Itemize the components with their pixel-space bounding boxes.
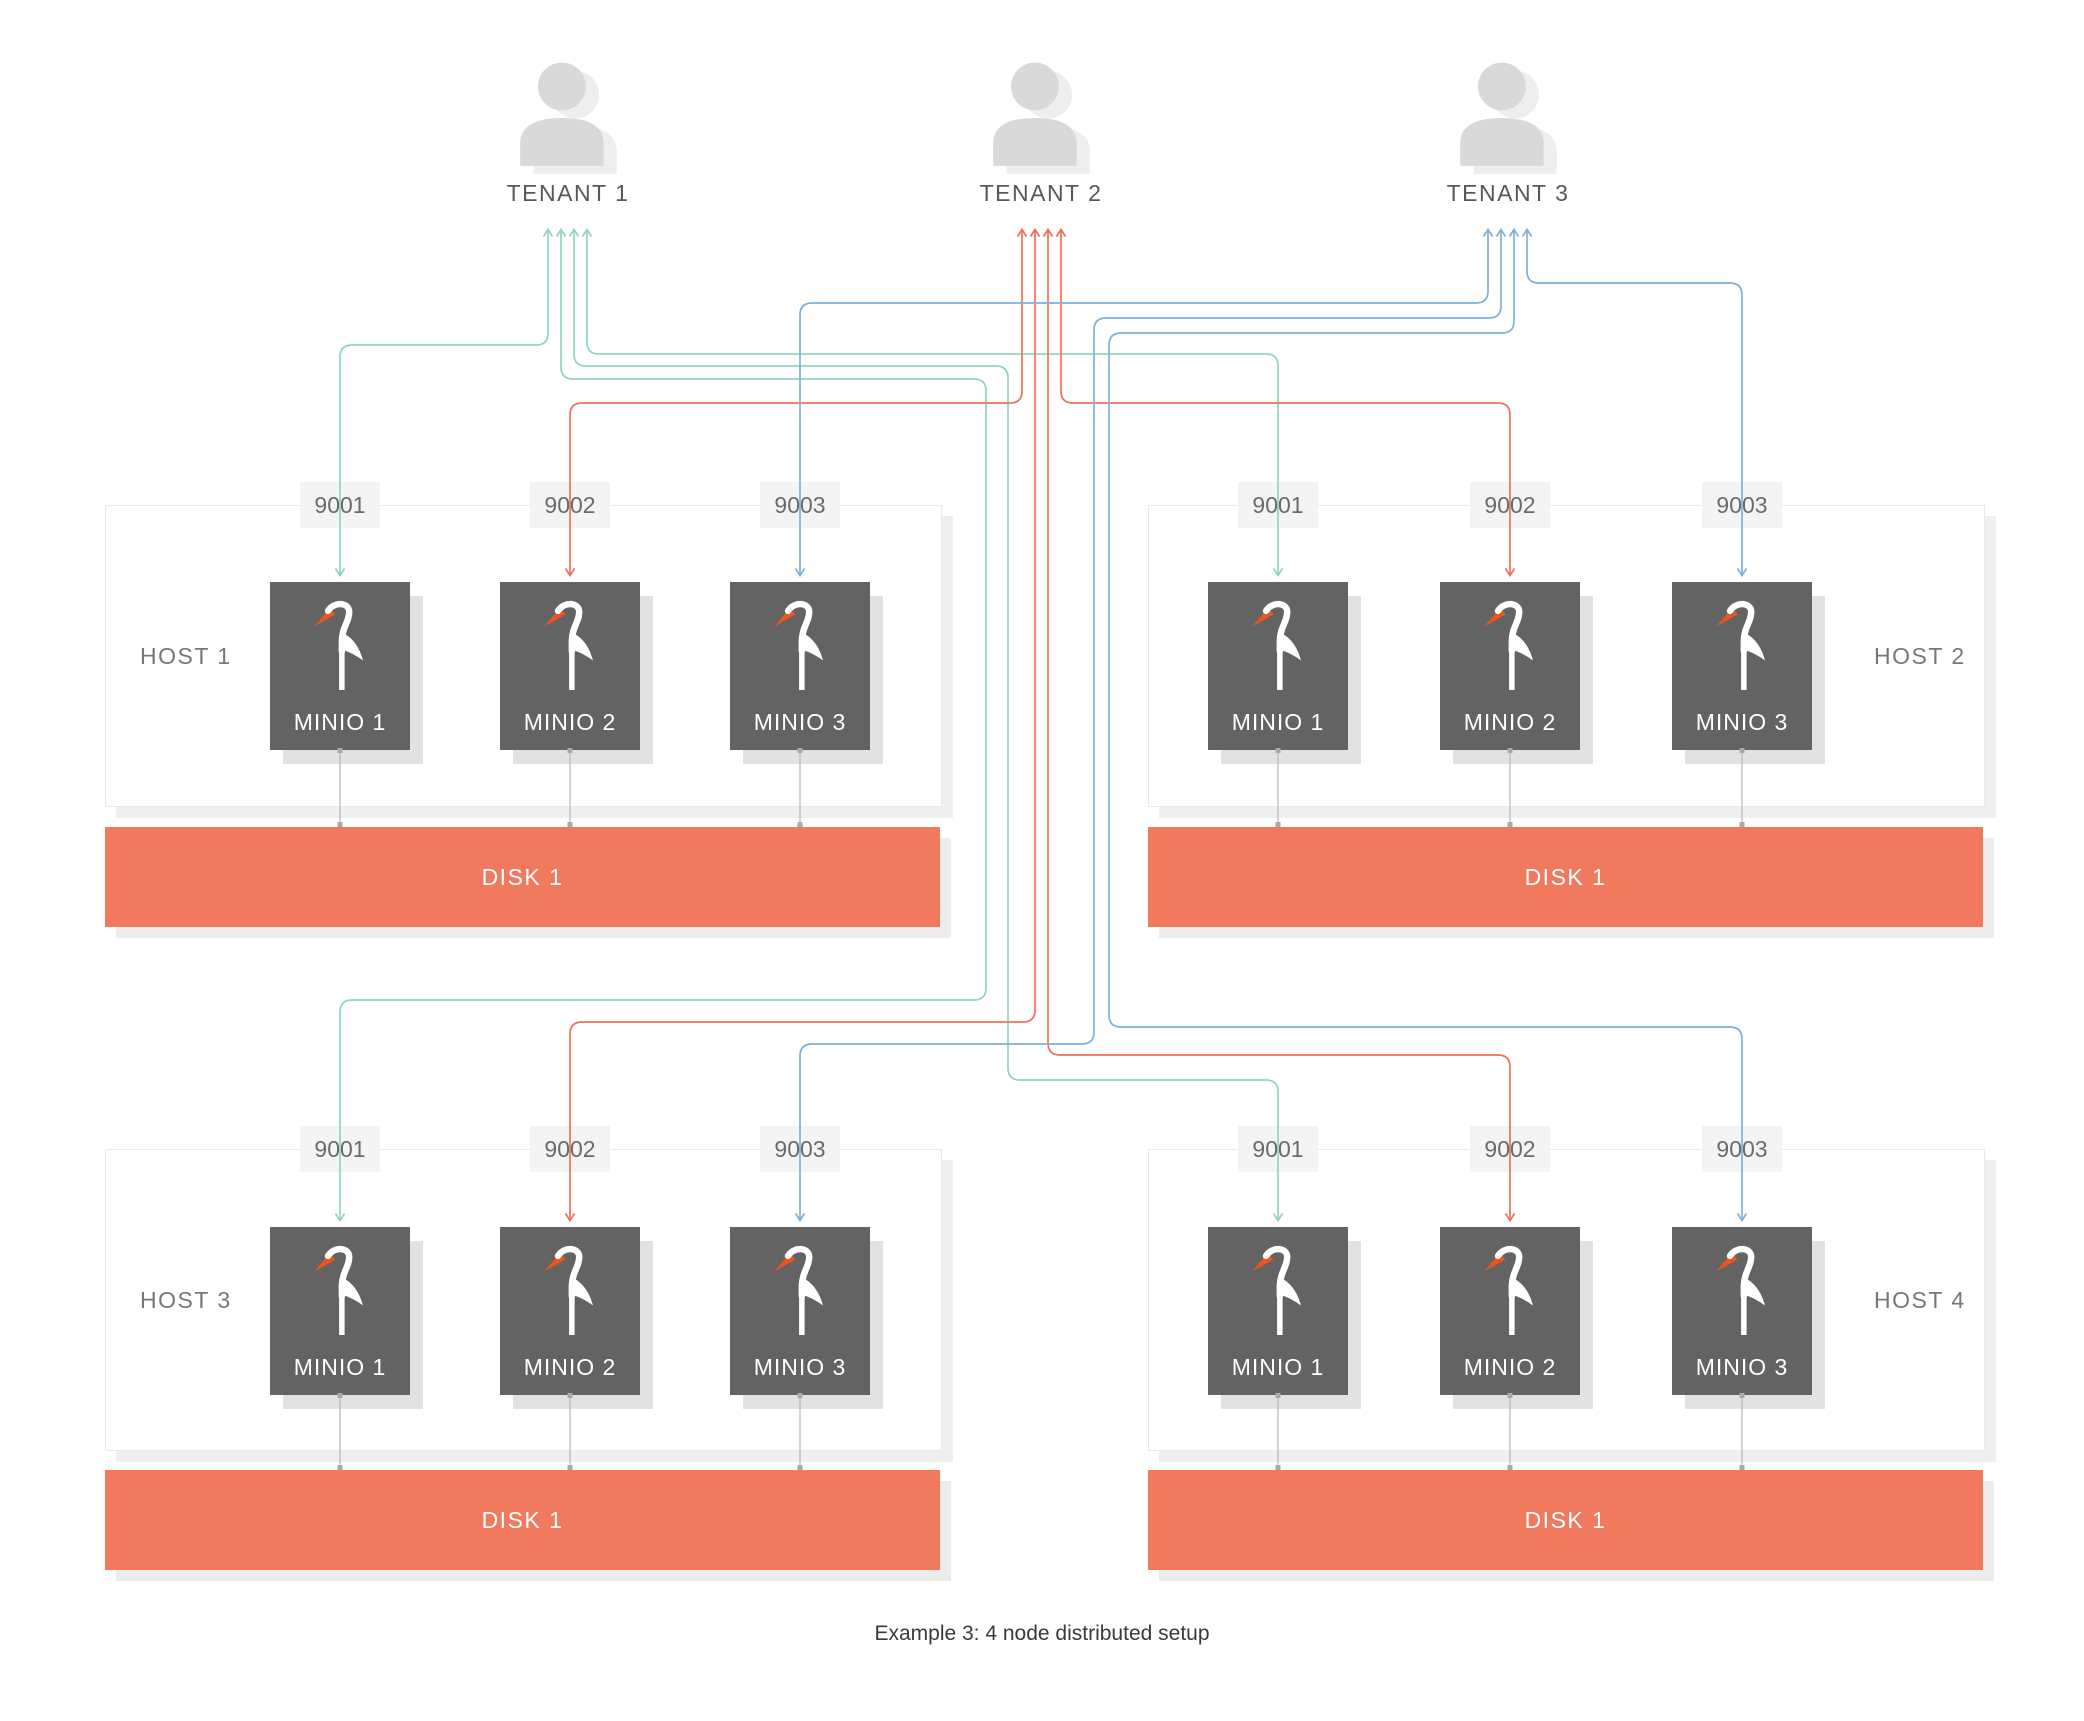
tenant-2: TENANT 2	[921, 60, 1161, 207]
host3-minio-2: MINIO 2	[500, 1227, 640, 1395]
minio-bird-icon	[1484, 1245, 1533, 1335]
host1-minio-3: MINIO 3	[730, 582, 870, 750]
host2-port-9001: 9001	[1238, 482, 1318, 528]
host4-port-9001: 9001	[1238, 1126, 1318, 1172]
minio-label: MINIO 3	[753, 709, 847, 735]
tenant-1: TENANT 1	[448, 60, 688, 207]
minio-label: MINIO 1	[293, 709, 387, 735]
host3-port-9002: 9002	[530, 1126, 610, 1172]
host-3-label: HOST 3	[140, 1287, 232, 1313]
person-icon	[1460, 62, 1557, 174]
host2-disk: DISK 1	[1148, 827, 1983, 927]
minio-bird-icon	[1252, 1245, 1301, 1335]
host-4-label: HOST 4	[1874, 1287, 1966, 1313]
host3-minio-1: MINIO 1	[270, 1227, 410, 1395]
host1-port-9001: 9001	[300, 482, 380, 528]
host-2-label: HOST 2	[1874, 643, 1966, 669]
tenant-label: TENANT 2	[979, 180, 1103, 206]
host-1-label: HOST 1	[140, 643, 232, 669]
minio-label: MINIO 2	[1463, 709, 1557, 735]
host4-port-9002: 9002	[1470, 1126, 1550, 1172]
minio-bird-icon	[774, 600, 823, 690]
tenant-label: TENANT 3	[1446, 180, 1570, 206]
person-icon	[520, 62, 617, 174]
host3-port-9001: 9001	[300, 1126, 380, 1172]
host4-minio-2: MINIO 2	[1440, 1227, 1580, 1395]
minio-label: MINIO 2	[1463, 1354, 1557, 1380]
person-icon	[993, 62, 1090, 174]
host4-minio-3: MINIO 3	[1672, 1227, 1812, 1395]
minio-bird-icon	[1716, 1245, 1765, 1335]
host4-port-9003: 9003	[1702, 1126, 1782, 1172]
minio-bird-icon	[314, 600, 363, 690]
minio-label: MINIO 1	[1231, 709, 1325, 735]
minio-label: MINIO 1	[1231, 1354, 1325, 1380]
minio-bird-icon	[544, 1245, 593, 1335]
tenant-3: TENANT 3	[1388, 60, 1628, 207]
host1-minio-2: MINIO 2	[500, 582, 640, 750]
host2-port-9003: 9003	[1702, 482, 1782, 528]
host3-minio-3: MINIO 3	[730, 1227, 870, 1395]
minio-label: MINIO 3	[1695, 709, 1789, 735]
host1-port-9002: 9002	[530, 482, 610, 528]
minio-label: MINIO 2	[523, 709, 617, 735]
host2-minio-1: MINIO 1	[1208, 582, 1348, 750]
minio-bird-icon	[774, 1245, 823, 1335]
host3-disk: DISK 1	[105, 1470, 940, 1570]
minio-bird-icon	[544, 600, 593, 690]
diagram-caption: Example 3: 4 node distributed setup	[874, 1622, 1210, 1645]
minio-bird-icon	[314, 1245, 363, 1335]
host1-port-9003: 9003	[760, 482, 840, 528]
host4-disk: DISK 1	[1148, 1470, 1983, 1570]
minio-label: MINIO 2	[523, 1354, 617, 1380]
host2-minio-3: MINIO 3	[1672, 582, 1812, 750]
minio-bird-icon	[1252, 600, 1301, 690]
host4-minio-1: MINIO 1	[1208, 1227, 1348, 1395]
minio-bird-icon	[1484, 600, 1533, 690]
minio-bird-icon	[1716, 600, 1765, 690]
minio-label: MINIO 3	[1695, 1354, 1789, 1380]
host1-disk: DISK 1	[105, 827, 940, 927]
host3-port-9003: 9003	[760, 1126, 840, 1172]
host2-minio-2: MINIO 2	[1440, 582, 1580, 750]
host2-port-9002: 9002	[1470, 482, 1550, 528]
minio-label: MINIO 1	[293, 1354, 387, 1380]
minio-label: MINIO 3	[753, 1354, 847, 1380]
host1-minio-1: MINIO 1	[270, 582, 410, 750]
tenant-label: TENANT 1	[506, 180, 630, 206]
